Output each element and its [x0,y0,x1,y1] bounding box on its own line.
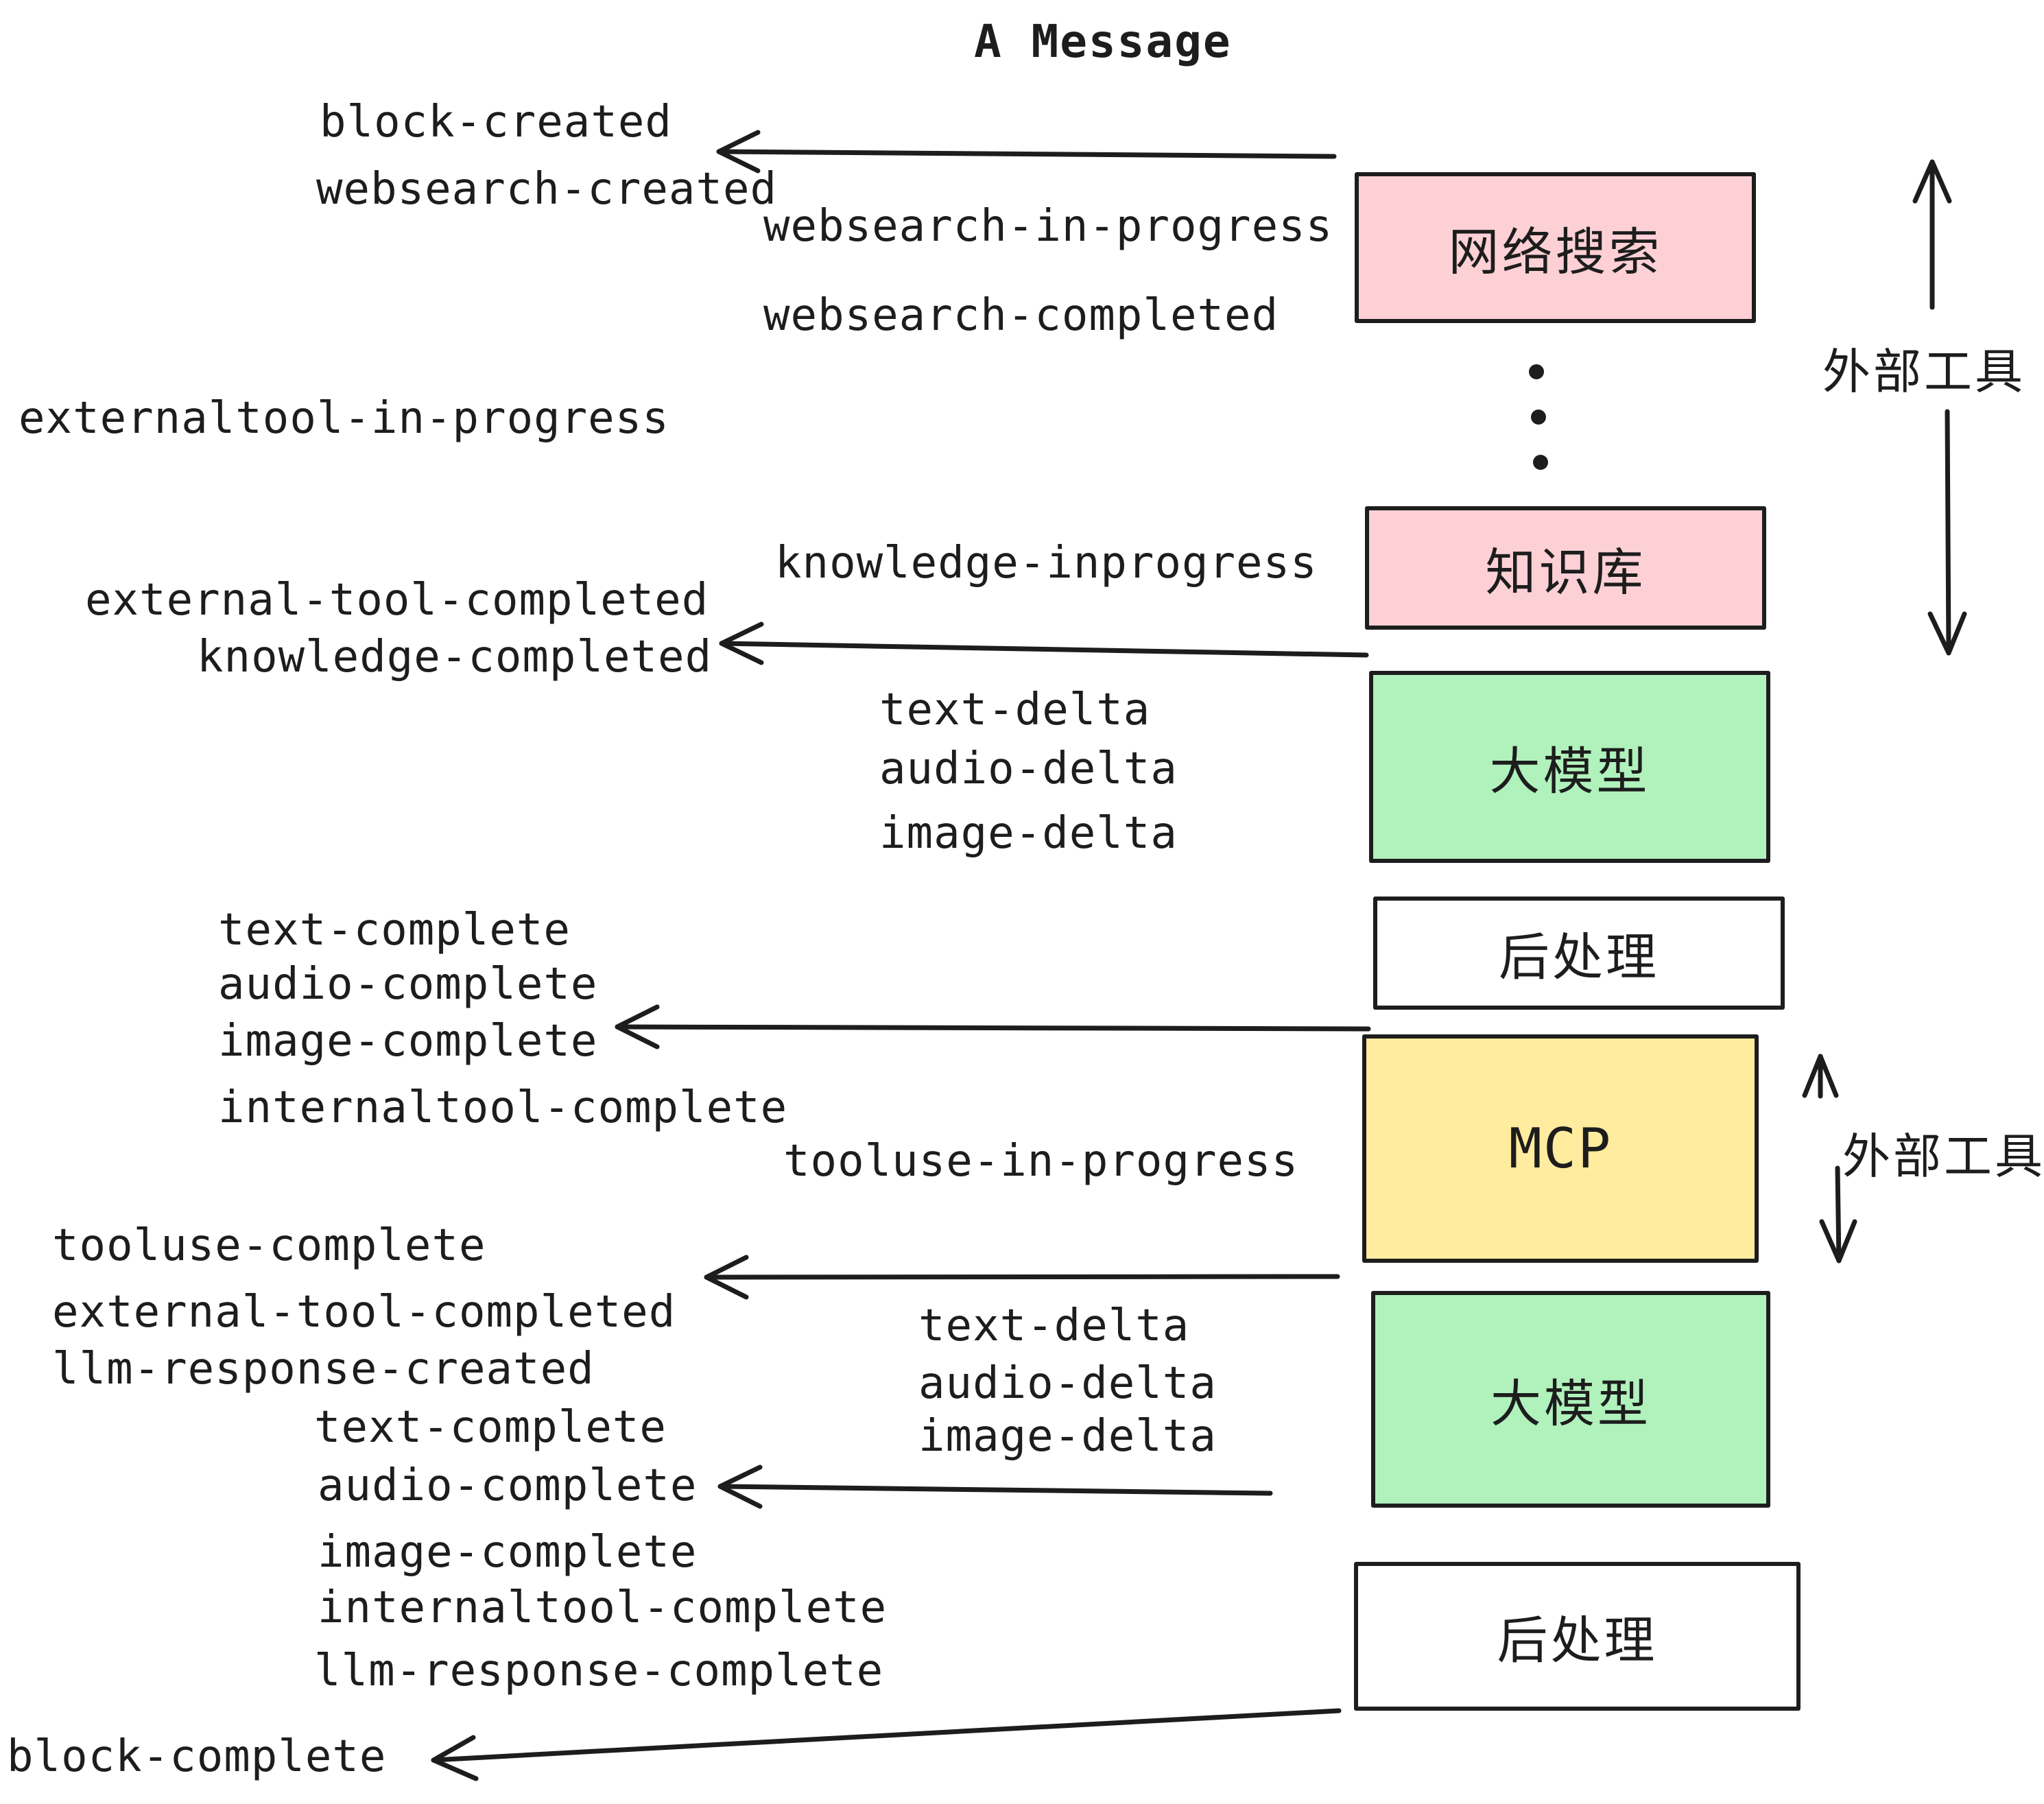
event-label-audio-delta-2: audio-delta [918,1358,1217,1409]
event-label-image-complete-1: image-complete [218,1016,598,1067]
event-label-tooluse-in-progress: tooluse-in-progress [783,1136,1299,1187]
event-label-llm-response-created: llm-response-created [52,1344,595,1394]
event-label-llm-response-complete: llm-response-complete [314,1646,884,1696]
external-tools-arrow-up-1 [1912,159,1952,310]
box-label: 后处理 [1497,1611,1658,1670]
knowledge-box: 知识库 [1365,506,1766,630]
event-label-internaltool-complete-1: internaltool-complete [218,1082,788,1133]
event-label-externaltool-in-progress: externaltool-in-progress [19,393,669,444]
event-label-external-tool-completed-2: external-tool-completed [52,1287,676,1338]
arrow-audio-complete [717,1464,1273,1509]
event-label-knowledge-inprogress: knowledge-inprogress [775,538,1318,589]
arrow-internal-complete [615,1004,1371,1049]
event-label-block-complete: block-complete [7,1731,387,1782]
postprocess-box-2: 后处理 [1354,1562,1801,1711]
page-title: A Message [974,15,1232,68]
external-tools-arrow-down-1 [1927,409,1967,656]
box-label: 大模型 [1489,741,1650,801]
mcp-box: MCP [1362,1034,1759,1263]
event-label-image-delta-2: image-delta [918,1411,1217,1462]
event-label-websearch-in-progress: websearch-in-progress [763,201,1333,252]
arrow-tooluse-complete [704,1255,1340,1300]
event-label-websearch-created: websearch-created [316,164,778,215]
box-label: MCP [1508,1117,1613,1180]
event-label-external-tool-completed-1: external-tool-completed [85,575,709,626]
external-tools-label-2: 外部工具 [1842,1128,2044,1185]
event-label-tooluse-complete: tooluse-complete [52,1220,486,1271]
arrow-knowledge-completed [719,621,1369,665]
event-label-text-delta-1: text-delta [879,685,1151,735]
postprocess-box-1: 后处理 [1373,897,1785,1010]
ellipsis-dots [1529,364,1548,470]
event-label-text-delta-2: text-delta [918,1301,1190,1351]
box-label: 知识库 [1485,543,1646,602]
llm-box-1: 大模型 [1369,671,1770,863]
event-label-websearch-completed: websearch-completed [763,290,1279,341]
box-label: 大模型 [1490,1374,1651,1434]
event-label-internaltool-complete-2: internaltool-complete [318,1582,888,1633]
event-label-image-delta-1: image-delta [879,808,1178,859]
box-label: 网络搜索 [1448,222,1663,282]
event-label-block-created: block-created [320,97,672,147]
event-label-knowledge-completed: knowledge-completed [197,632,713,683]
external-tools-arrow-up-2 [1802,1054,1839,1099]
box-label: 后处理 [1499,928,1659,987]
event-label-audio-delta-1: audio-delta [879,744,1178,794]
event-label-audio-complete-2: audio-complete [318,1460,698,1511]
arrow-websearch-created [716,130,1337,174]
arrow-block-complete [431,1708,1342,1781]
event-label-audio-complete-1: audio-complete [218,959,598,1010]
event-label-image-complete-2: image-complete [318,1527,698,1578]
event-label-text-complete-2: text-complete [314,1402,667,1453]
external-tools-label-1: 外部工具 [1822,344,2025,400]
event-label-text-complete-1: text-complete [218,905,571,956]
websearch-box: 网络搜索 [1355,172,1756,323]
llm-box-2: 大模型 [1371,1291,1770,1508]
